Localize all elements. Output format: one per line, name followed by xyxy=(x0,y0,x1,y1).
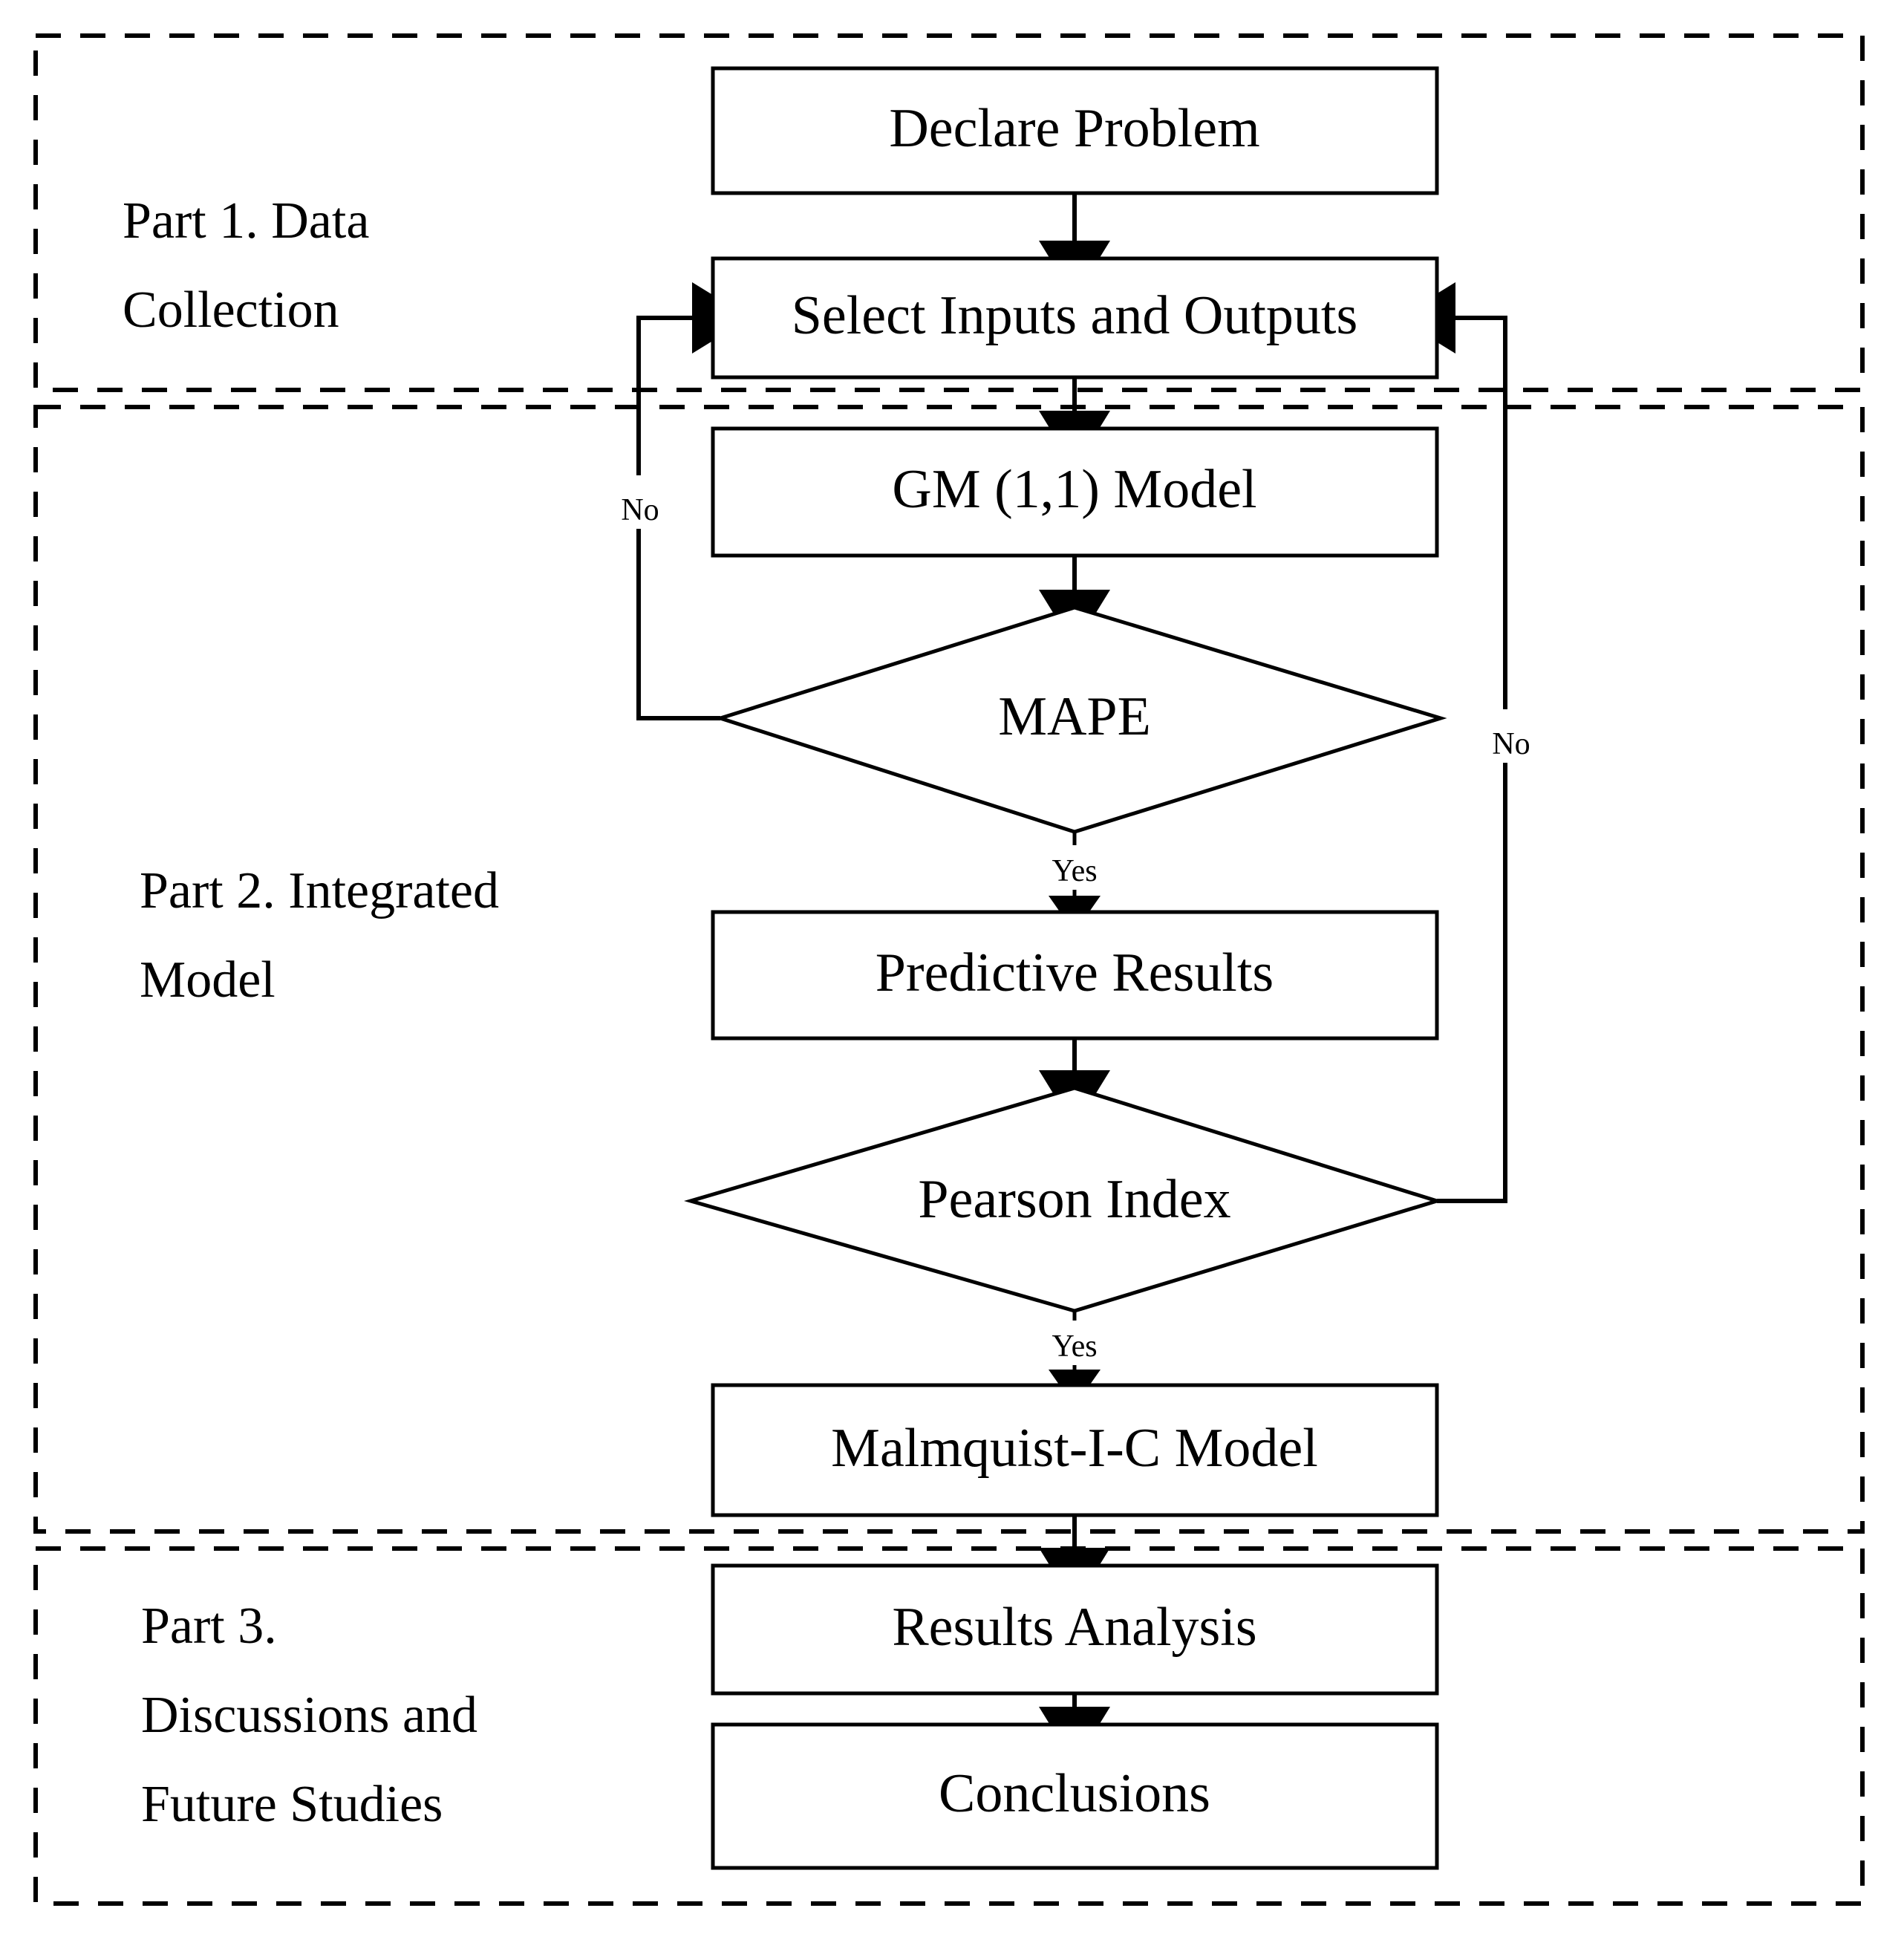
panel-label-part2-line1: Part 2. Integrated xyxy=(140,862,499,919)
panel-label-part3-line2: Discussions and xyxy=(141,1687,477,1744)
edge-label-mape-yes: Yes xyxy=(1052,854,1097,888)
panel-label-part3-line3: Future Studies xyxy=(141,1776,443,1833)
panel-label-part3: Part 3. Discussions and Future Studies xyxy=(141,1598,477,1833)
panel-label-part1-line2: Collection xyxy=(123,281,339,339)
edge-label-pearson-no: No xyxy=(1492,727,1530,761)
node-mape[interactable]: MAPE xyxy=(714,605,1447,834)
node-label-gm-model: GM (1,1) Model xyxy=(892,459,1256,520)
node-select-inputs-outputs[interactable]: Select Inputs and Outputs xyxy=(711,256,1439,380)
node-results-analysis[interactable]: Results Analysis xyxy=(711,1563,1439,1696)
edge-pearson-yes: Yes xyxy=(1032,1311,1120,1407)
node-label-results-analysis: Results Analysis xyxy=(892,1597,1256,1658)
node-pearson-index[interactable]: Pearson Index xyxy=(684,1086,1444,1313)
node-declare-problem[interactable]: Declare Problem xyxy=(711,66,1439,195)
node-label-select-inputs-outputs: Select Inputs and Outputs xyxy=(792,285,1358,346)
panel-part2-frame xyxy=(33,405,1865,1534)
panel-part3-frame xyxy=(33,1546,1865,1906)
edge-label-mape-no: No xyxy=(621,493,659,527)
node-label-mape: MAPE xyxy=(998,686,1151,747)
edge-mape-no-loop: No xyxy=(603,282,750,720)
node-label-conclusions: Conclusions xyxy=(939,1763,1210,1824)
panel-label-part2: Part 2. Integrated Model xyxy=(140,862,499,1009)
node-conclusions[interactable]: Conclusions xyxy=(711,1722,1439,1870)
node-label-malmquist-model: Malmquist-I-C Model xyxy=(831,1418,1318,1479)
edge-mape-yes: Yes xyxy=(1032,832,1120,933)
panel-label-part1: Part 1. Data Collection xyxy=(123,192,369,339)
panel-label-part3-line1: Part 3. xyxy=(141,1598,277,1655)
panel-part1-frame xyxy=(33,33,1865,392)
edge-pearson-no-loop: No xyxy=(1398,282,1545,1203)
node-gm-model[interactable]: GM (1,1) Model xyxy=(711,426,1439,558)
node-label-predictive-results: Predictive Results xyxy=(876,942,1274,1003)
node-predictive-results[interactable]: Predictive Results xyxy=(711,910,1439,1041)
node-label-pearson-index: Pearson Index xyxy=(918,1169,1230,1230)
node-malmquist-model[interactable]: Malmquist-I-C Model xyxy=(711,1383,1439,1517)
panel-label-part1-line1: Part 1. Data xyxy=(123,192,369,250)
edge-label-pearson-yes: Yes xyxy=(1052,1329,1097,1364)
panel-label-part2-line2: Model xyxy=(140,951,276,1009)
node-label-declare-problem: Declare Problem xyxy=(889,98,1259,159)
